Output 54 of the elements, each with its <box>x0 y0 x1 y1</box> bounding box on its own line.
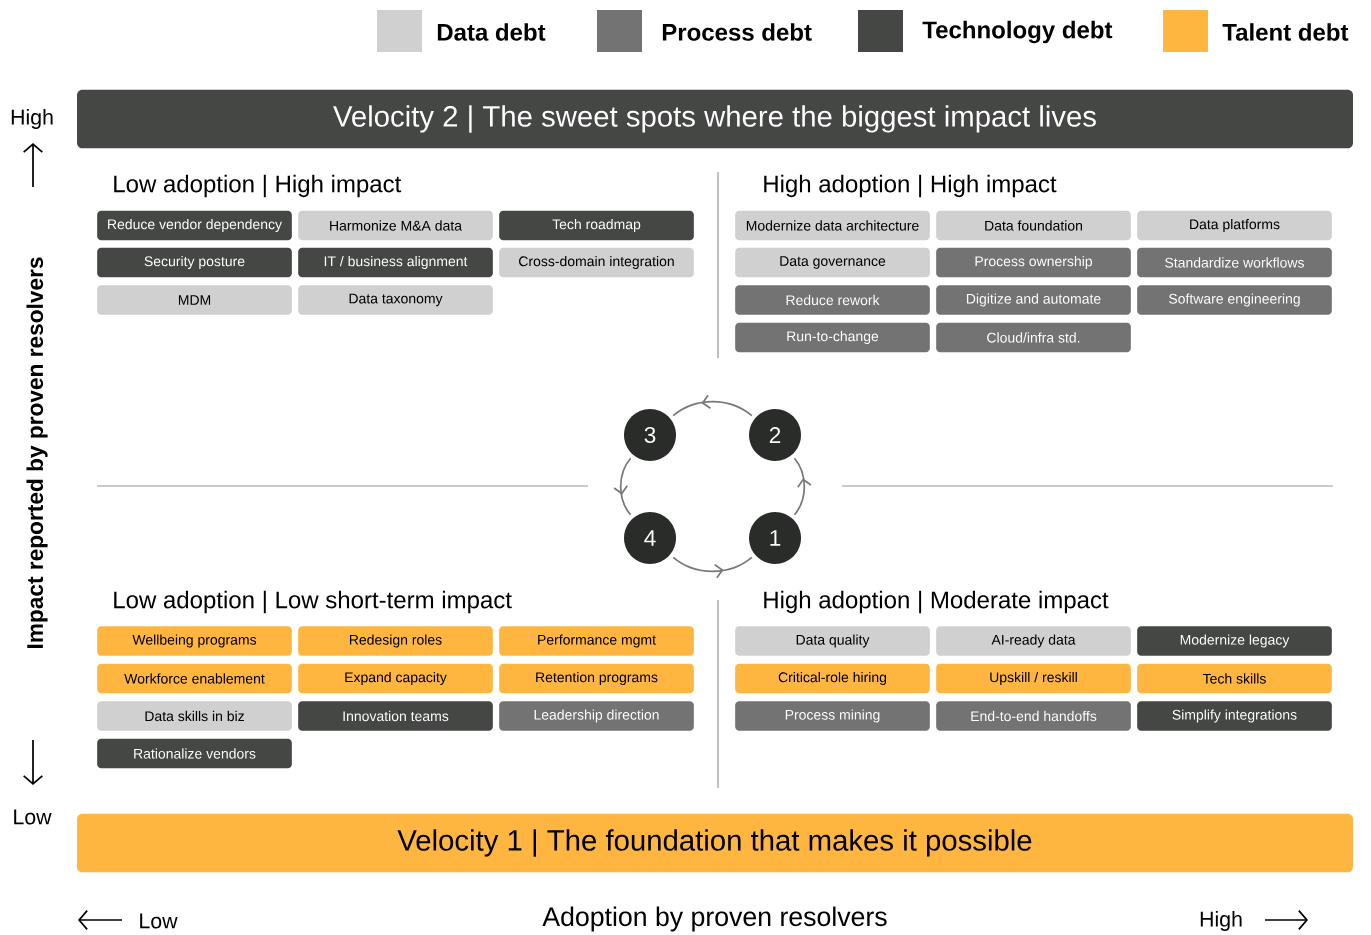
tag-box: Cloud/infra std. <box>936 322 1131 353</box>
legend-label: Talent debt <box>1222 23 1349 41</box>
tag-box: Harmonize M&A data <box>298 210 493 241</box>
axis-title: Adoption by proven resolvers <box>542 906 887 932</box>
tag-box: Redesign roles <box>298 626 493 656</box>
tag-box: Tech skills <box>1137 663 1332 694</box>
tag-box: Process ownership <box>936 247 1131 278</box>
tag-box: Reduce rework <box>735 285 930 315</box>
tag-box: Leadership direction <box>499 701 694 731</box>
banner: Velocity 1 | The foundation that makes it possible <box>77 813 1353 873</box>
axis-title: Impact reported by proven resolvers <box>26 257 48 648</box>
tag-box: Data quality <box>735 626 930 656</box>
axis-label: Low <box>14 809 52 825</box>
tag-box: Process mining <box>735 701 930 731</box>
legend-label: Process debt <box>662 23 812 41</box>
axis-label: High <box>11 109 53 129</box>
tag-box: Critical-role hiring <box>735 663 930 694</box>
tag-box: Innovation teams <box>298 701 493 731</box>
tag-box: Security posture <box>97 247 292 278</box>
legend-label: Technology debt <box>922 20 1113 44</box>
tag-box: End-to-end handoffs <box>936 701 1131 731</box>
quadrant-heading: Low adoption | High impact <box>114 174 402 198</box>
axis-label: High <box>1200 911 1242 931</box>
tag-box: Retention programs <box>499 663 694 694</box>
tag-box: Rationalize vendors <box>97 738 292 769</box>
legend-label: Data debt <box>437 23 546 41</box>
tag-box: Modernize data architecture <box>735 210 930 241</box>
tag-box: Run-to-change <box>735 322 930 353</box>
tag-box: Digitize and automate <box>936 285 1131 315</box>
banner: Velocity 2 | The sweet spots where the biggest impact lives <box>77 89 1353 149</box>
tag-box: Standardize workflows <box>1137 247 1332 278</box>
tag-box: Tech roadmap <box>499 210 694 241</box>
tag-box: Software engineering <box>1137 285 1332 315</box>
tag-box: Performance mgmt <box>499 626 694 656</box>
tag-box: Workforce enablement <box>97 663 292 694</box>
tag-box: Data platforms <box>1137 210 1332 241</box>
tag-box: IT / business alignment <box>298 247 493 278</box>
tag-box: Simplify integrations <box>1137 701 1332 731</box>
tag-box: Expand capacity <box>298 663 493 694</box>
tag-box: Data governance <box>735 247 930 278</box>
tag-box: Data foundation <box>936 210 1131 241</box>
tag-box: Reduce vendor dependency <box>97 210 292 241</box>
tag-box: Upskill / reskill <box>936 663 1131 694</box>
tag-box: Data skills in biz <box>97 701 292 731</box>
tag-box: Cross-domain integration <box>499 247 694 278</box>
tag-box: MDM <box>97 285 292 315</box>
quadrant-heading: High adoption | High impact <box>764 174 1057 198</box>
quadrant-heading: Low adoption | Low short-term impact <box>114 590 512 614</box>
tag-box: AI-ready data <box>936 626 1131 656</box>
tag-box: Wellbeing programs <box>97 626 292 656</box>
axis-label: Low <box>140 913 178 929</box>
tag-box: Modernize legacy <box>1137 626 1332 656</box>
tag-box: Data taxonomy <box>298 285 493 315</box>
quadrant-heading: High adoption | Moderate impact <box>764 590 1109 614</box>
